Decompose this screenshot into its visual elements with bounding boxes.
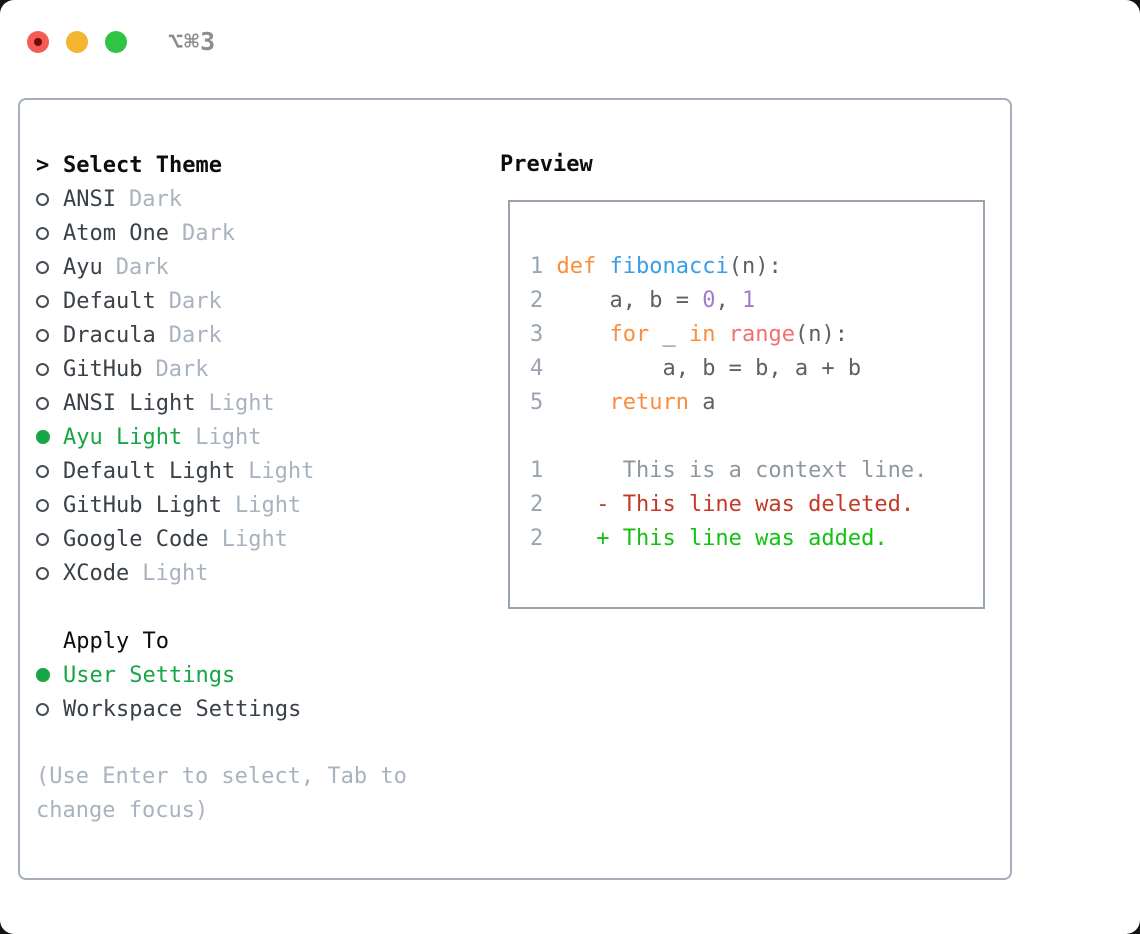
apply-option-label: Workspace Settings — [63, 696, 302, 722]
theme-variant-tag: Light — [142, 560, 209, 586]
radio-unselected-icon — [36, 294, 63, 308]
theme-variant-tag: Dark — [168, 288, 222, 314]
radio-unselected-icon — [36, 498, 63, 512]
theme-option-default-dark[interactable]: Default Dark — [36, 284, 466, 318]
theme-name: GitHub Light — [63, 492, 222, 518]
preview-header: Preview — [500, 152, 593, 177]
help-text: (Use Enter to select, Tab to change focu… — [36, 764, 407, 823]
theme-variant-tag: Light — [248, 458, 315, 484]
zoom-button[interactable] — [105, 30, 127, 53]
theme-option-xcode[interactable]: XCode Light — [36, 556, 466, 590]
theme-option-dracula-dark[interactable]: Dracula Dark — [36, 318, 466, 352]
theme-variant-tag: Dark — [168, 322, 222, 348]
theme-name: Atom One — [63, 220, 169, 246]
theme-name: Ayu Light — [63, 424, 183, 450]
theme-name: ANSI — [63, 186, 116, 212]
apply-option-label: User Settings — [63, 662, 236, 688]
diff-context-line: 1 This is a context line. — [530, 458, 928, 483]
theme-option-github-light[interactable]: GitHub Light Light — [36, 488, 466, 522]
radio-unselected-icon — [36, 328, 63, 342]
code-line: 5 return a — [530, 390, 716, 415]
theme-option-ansi-dark[interactable]: ANSI Dark — [36, 182, 466, 216]
apply-to-header-label: Apply To — [63, 628, 169, 654]
code-line: 1 def fibonacci(n): — [530, 254, 782, 279]
code-line: 2 a, b = 0, 1 — [530, 288, 756, 313]
code-line: 4 a, b = b, a + b — [530, 356, 862, 381]
theme-variant-tag: Light — [234, 492, 302, 518]
theme-option-ayu-dark[interactable]: Ayu Dark — [36, 250, 466, 284]
select-theme-header: > Select Theme — [36, 148, 466, 182]
apply-option-user-settings[interactable]: User Settings — [36, 658, 466, 692]
radio-unselected-icon — [36, 532, 63, 546]
theme-variant-tag: Dark — [128, 186, 182, 212]
theme-option-ayu-light[interactable]: Ayu Light Light — [36, 420, 466, 454]
minimize-button[interactable] — [66, 30, 88, 53]
theme-name: Default Light — [63, 458, 236, 484]
theme-name: Default — [63, 288, 156, 314]
radio-unselected-icon — [36, 464, 63, 478]
diff-deleted-line: 2 - This line was deleted. — [530, 492, 915, 517]
blank-line — [530, 420, 979, 454]
radio-unselected-icon — [36, 260, 63, 274]
radio-unselected-icon — [36, 566, 63, 580]
theme-selector-panel: > Select Theme ANSI Dark Atom One Dark A… — [18, 98, 1012, 880]
window-title: ⌥⌘3 — [168, 27, 217, 56]
theme-variant-tag: Light — [195, 424, 262, 450]
theme-name: GitHub — [63, 356, 143, 382]
radio-selected-icon — [36, 668, 63, 682]
preview-code-box: 1 def fibonacci(n): 2 a, b = 0, 1 3 for … — [508, 200, 985, 609]
diff-added-line: 2 + This line was added. — [530, 526, 888, 551]
theme-name: Ayu — [63, 254, 103, 280]
theme-option-ansi-light[interactable]: ANSI Light Light — [36, 386, 466, 420]
theme-variant-tag: Dark — [181, 220, 235, 246]
radio-unselected-icon — [36, 362, 63, 376]
theme-variant-tag: Dark — [115, 254, 169, 280]
select-theme-header-label: Select Theme — [63, 152, 222, 178]
theme-name: XCode — [63, 560, 130, 586]
radio-unselected-icon — [36, 396, 63, 410]
theme-option-default-light[interactable]: Default Light Light — [36, 454, 466, 488]
titlebar: ⌥⌘3 — [27, 27, 216, 56]
theme-variant-tag: Light — [208, 390, 275, 416]
theme-variant-tag: Light — [221, 526, 288, 552]
focus-caret-icon: > — [36, 152, 50, 178]
theme-name: Dracula — [63, 322, 156, 348]
radio-unselected-icon — [36, 226, 63, 240]
radio-selected-icon — [36, 430, 63, 444]
theme-option-atom-one-dark[interactable]: Atom One Dark — [36, 216, 466, 250]
preview-column: Preview 1 def fibonacci(n): 2 a, b = 0, … — [500, 148, 985, 609]
theme-name: Google Code — [63, 526, 209, 552]
radio-unselected-icon — [36, 192, 63, 206]
theme-variant-tag: Dark — [155, 356, 209, 382]
theme-list-column: > Select Theme ANSI Dark Atom One Dark A… — [36, 148, 466, 828]
radio-unselected-icon — [36, 702, 63, 716]
apply-option-workspace-settings[interactable]: Workspace Settings — [36, 692, 466, 726]
close-button[interactable] — [27, 30, 49, 53]
theme-option-github-dark[interactable]: GitHub Dark — [36, 352, 466, 386]
theme-option-google-code[interactable]: Google Code Light — [36, 522, 466, 556]
code-line: 3 for _ in range(n): — [530, 322, 848, 347]
theme-name: ANSI Light — [63, 390, 196, 416]
apply-to-header: Apply To — [36, 624, 466, 658]
